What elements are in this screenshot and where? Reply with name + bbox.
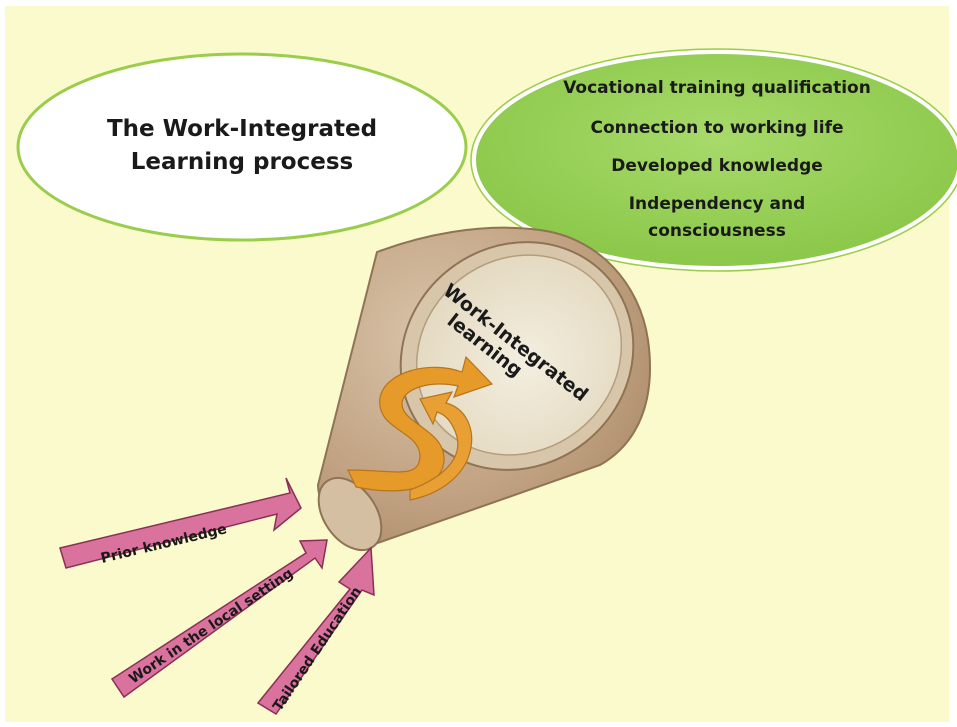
outcome-4: Independency and — [629, 194, 806, 214]
cycle-arrows-icon — [347, 355, 494, 501]
title-bubble: The Work-Integrated Learning process — [16, 52, 468, 242]
funnel: Work-Integrated learning — [316, 226, 651, 552]
title-line-2: Learning process — [131, 149, 353, 175]
outcomes-bubble: Vocational training qualification Connec… — [470, 48, 957, 272]
outcome-5: consciousness — [648, 221, 786, 241]
outcome-2: Connection to working life — [590, 118, 843, 138]
outcome-3: Developed knowledge — [611, 156, 823, 176]
title-line-1: The Work-Integrated — [107, 116, 377, 142]
funnel-mouth — [415, 254, 623, 456]
funnel-spout — [317, 476, 383, 552]
outcome-1: Vocational training qualification — [563, 78, 871, 98]
